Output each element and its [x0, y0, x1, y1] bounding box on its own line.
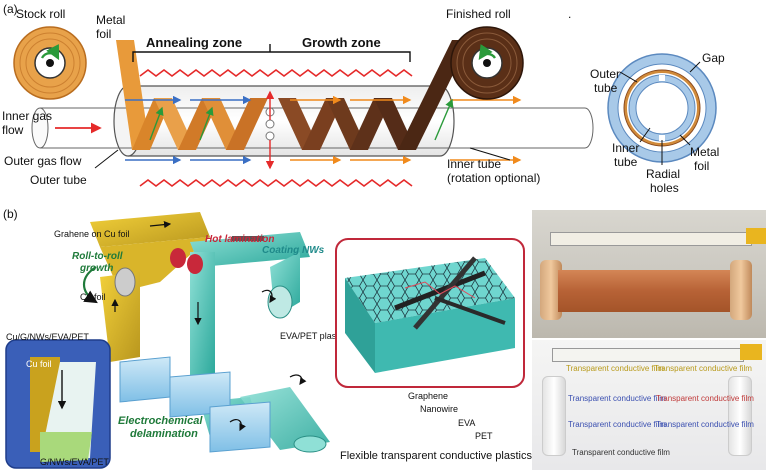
panel-b-label: (b) [3, 207, 18, 221]
gas-flow-arrows [55, 90, 522, 170]
cross-gap-label: Gap [702, 51, 725, 65]
photo-transparent-film: Transparent conductive film Transparent … [532, 340, 766, 470]
inner-gas-label-2: flow [2, 123, 24, 137]
film-text-3: Transparent conductive film [568, 394, 666, 403]
electrochem-label-2: delamination [130, 428, 198, 440]
hot-lamination-rollers [170, 236, 264, 274]
copper-foil-strip [558, 270, 734, 312]
inset-g-nws-label: G/NWs/EVA/PET [40, 457, 109, 467]
film-text-2: Transparent conductive film [654, 364, 752, 373]
inner-tube-shape [31, 107, 594, 149]
cross-inner-label-2: tube [614, 155, 638, 169]
layer-graphene-label: Graphene [408, 391, 449, 401]
inner-gas-label-1: Inner gas [2, 109, 53, 123]
metal-foil-label-2: foil [96, 27, 112, 41]
film-text-7: Transparent conductive film [572, 448, 670, 457]
cross-metal-label-1: Metal [690, 145, 720, 159]
cross-metal-label-2: foil [694, 159, 710, 173]
cross-outer-label-1: Outer [590, 67, 621, 81]
stock-roll-icon [13, 26, 87, 100]
layer-nanowire-label: Nanowire [420, 404, 459, 414]
heater-bottom [139, 179, 413, 187]
film-text-1: Transparent conductive film [566, 364, 664, 373]
tape-measure-case-1 [746, 228, 766, 244]
panel-a-label: (a) [3, 2, 18, 16]
coating-nws-label: Coating NWs [262, 245, 325, 256]
inset-cu-foil-label: Cu foil [26, 359, 52, 369]
roll-to-roll-label-1: Roll-to-roll [72, 251, 123, 262]
layer-eva-label: EVA [458, 418, 476, 428]
film-text-6: Transparent conductive film [656, 420, 754, 429]
growth-zone-label: Growth zone [302, 35, 381, 50]
cross-section-diagram [607, 53, 717, 165]
zone-bracket [132, 44, 411, 62]
hot-lamination-label: Hot lamination [205, 234, 275, 245]
cross-radial-label-1: Radial [646, 167, 681, 181]
finished-roll-label: Finished roll [446, 7, 511, 21]
copper-spool-right [730, 260, 752, 320]
stray-dot: . [568, 7, 572, 21]
outer-gas-flow-label: Outer gas flow [4, 154, 82, 168]
finished-roll-icon [450, 26, 524, 100]
inner-tube-label-1: Inner tube [447, 157, 502, 171]
heater-top [139, 69, 413, 77]
graphene-on-cu-label: Grahene on Cu foil [54, 229, 130, 239]
outer-tube-label: Outer tube [30, 173, 87, 187]
film-spool-left [542, 376, 566, 456]
stock-roll-label: Stock roll [16, 7, 66, 21]
roll-to-roll-label-2: growth [80, 263, 114, 274]
inner-tube-label-2: (rotation optional) [447, 171, 541, 185]
stack-label: Cu/G/NWs/EVA/PET [6, 332, 89, 342]
panel-a-diagram [13, 26, 717, 187]
tape-measure-1 [550, 232, 752, 246]
cross-radial-label-2: holes [650, 181, 679, 195]
film-spool-right [728, 376, 752, 456]
cu-foil-label: Cu foil [80, 292, 106, 302]
cross-outer-label-2: tube [594, 81, 618, 95]
delamination-inset [5, 339, 111, 469]
eva-pet-plastic-label: EVA/PET plastic [280, 331, 346, 341]
electrochem-label-1: Electrochemical [118, 415, 203, 427]
metal-foil-label-1: Metal [96, 13, 126, 27]
graphene-nanowire-inset [335, 238, 525, 388]
process-arrows [82, 221, 307, 432]
copper-spool-left [540, 260, 562, 320]
tape-measure-case-2 [740, 344, 762, 360]
layer-pet-label: PET [475, 431, 493, 441]
flexible-caption: Flexible transparent conductive plastics [340, 450, 532, 462]
annealing-zone-label: Annealing zone [146, 35, 243, 50]
tape-measure-2 [552, 348, 744, 362]
cross-inner-label-1: Inner [612, 141, 640, 155]
film-text-5: Transparent conductive film [568, 420, 666, 429]
photo-copper-roll [532, 210, 766, 338]
panel-b-process-diagram [5, 212, 330, 469]
film-text-4: Transparent conductive film [656, 394, 754, 403]
leader-lines-a [94, 147, 511, 169]
